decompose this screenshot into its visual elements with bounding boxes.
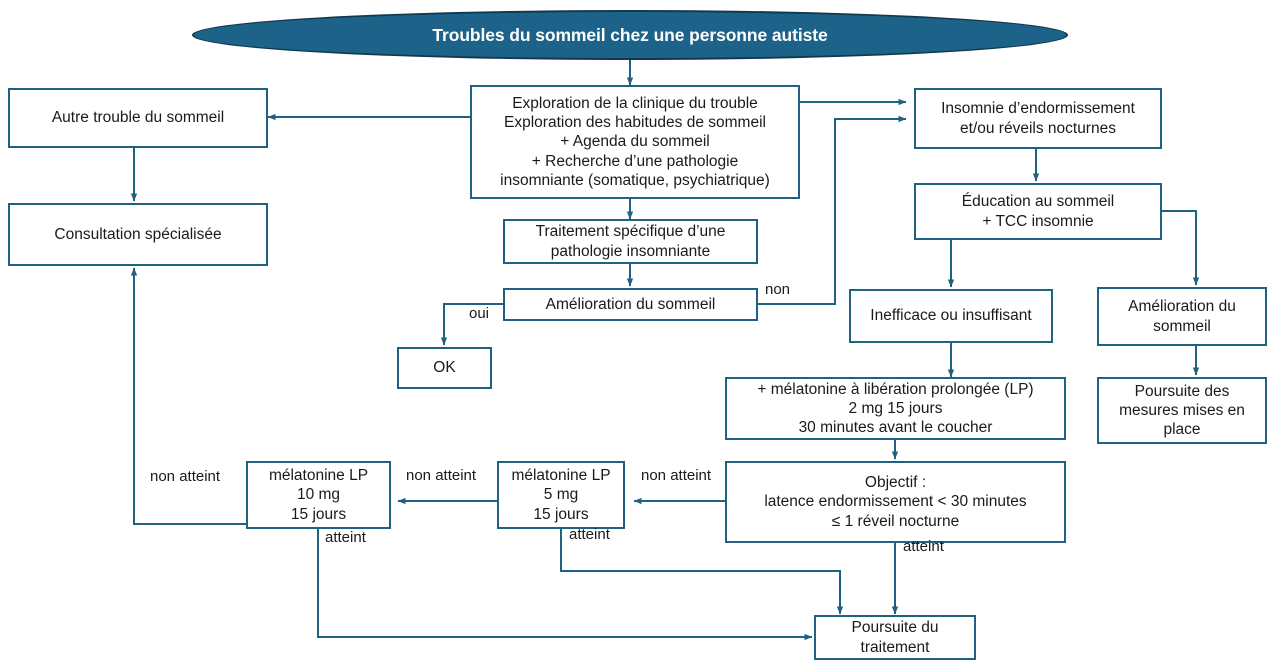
node-objectif[interactable]: Objectif : latence endormissement < 30 m… (725, 461, 1066, 543)
diagram-title: Troubles du sommeil chez une personne au… (192, 10, 1068, 60)
edge-label-atteint-5mg: atteint (569, 526, 610, 543)
edge-label-atteint-10mg: atteint (325, 529, 366, 546)
node-autre-trouble-du-sommeil[interactable]: Autre trouble du sommeil (8, 88, 268, 148)
edge-label-non-atteint-10mg: non atteint (150, 468, 221, 485)
node-inefficace-ou-insuffisant[interactable]: Inefficace ou insuffisant (849, 289, 1053, 343)
node-amelioration-du-sommeil[interactable]: Amélioration du sommeil (503, 288, 758, 321)
node-traitement-specifique[interactable]: Traitement spécifique d’une pathologie i… (503, 219, 758, 264)
node-education-au-sommeil[interactable]: Éducation au sommeil + TCC insomnie (914, 183, 1162, 240)
node-poursuite-des-mesures[interactable]: Poursuite des mesures mises en place (1097, 377, 1267, 444)
edge-label-non: non (765, 281, 791, 298)
edge-melatonine10-to-consultation (130, 267, 246, 525)
edge-label-non-atteint-objectif: non atteint (641, 467, 712, 484)
node-melatonine-lp-5mg[interactable]: mélatonine LP 5 mg 15 jours (497, 461, 625, 529)
edge-label-non-atteint-5mg: non atteint (406, 467, 477, 484)
node-amelioration-du-sommeil-droite[interactable]: Amélioration du sommeil (1097, 287, 1267, 346)
node-poursuite-du-traitement[interactable]: Poursuite du traitement (814, 615, 976, 660)
node-melatonine-lp-initiale[interactable]: + mélatonine à libération prolongée (LP)… (725, 377, 1066, 440)
node-melatonine-lp-10mg[interactable]: mélatonine LP 10 mg 15 jours (246, 461, 391, 529)
edge-label-atteint-objectif: atteint (903, 538, 944, 555)
node-ok[interactable]: OK (397, 347, 492, 389)
edge-education-to-amelioration-droite (1160, 210, 1200, 286)
node-insomnie-endormissement[interactable]: Insomnie d’endormissement et/ou réveils … (914, 88, 1162, 149)
node-exploration[interactable]: Exploration de la clinique du trouble Ex… (470, 85, 800, 199)
edge-melatonine10-to-poursuite (317, 529, 813, 641)
edge-label-oui: oui (469, 305, 490, 322)
node-consultation-specialisee[interactable]: Consultation spécialisée (8, 203, 268, 266)
